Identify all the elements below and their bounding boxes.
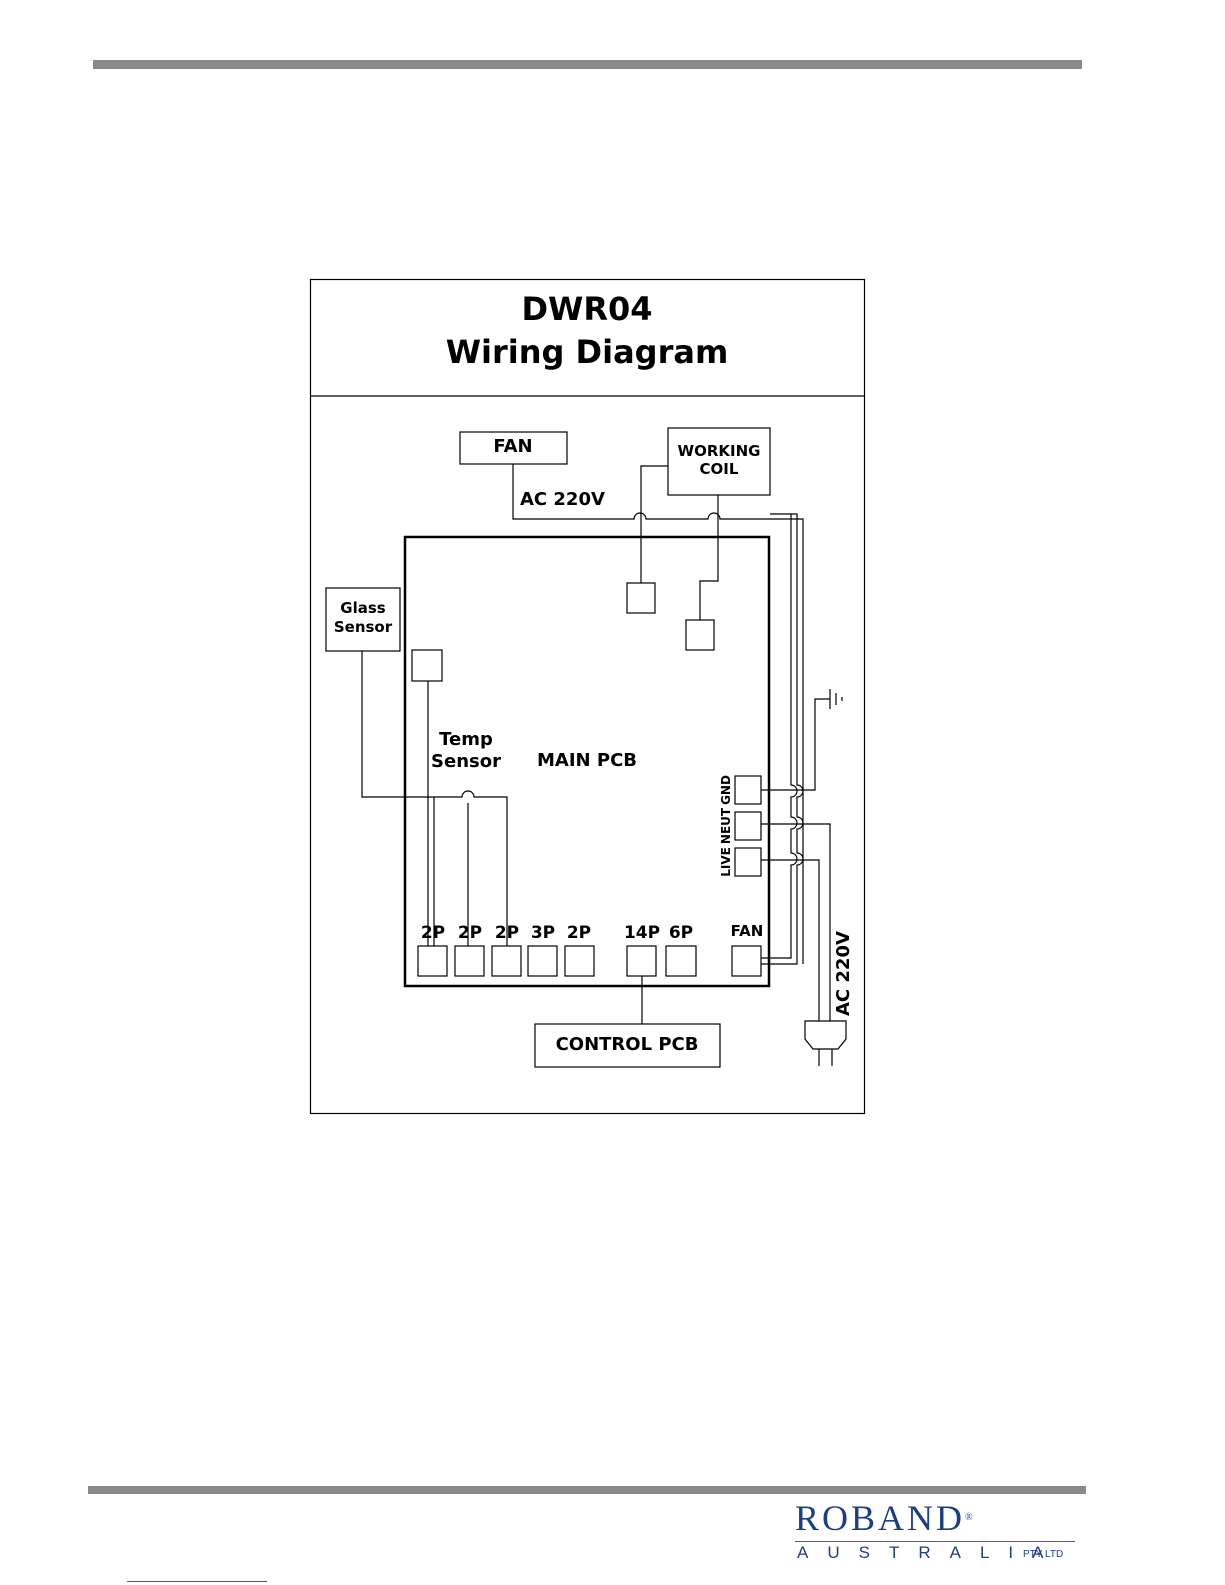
temp-sensor-label-1: Temp	[439, 729, 493, 750]
diagram-frame	[311, 280, 865, 1114]
connector-fan	[732, 946, 761, 976]
diagram-model: DWR04	[521, 290, 652, 328]
connector-label-3p: 3P	[531, 923, 555, 943]
power-plug	[805, 1021, 846, 1049]
logo-registered-mark: ®	[965, 1512, 973, 1523]
connector-label-2p-1: 2P	[421, 923, 445, 943]
connector-label-6p: 6P	[669, 923, 693, 943]
connector-3p	[528, 946, 557, 976]
glass-sensor-label-1: Glass	[340, 599, 386, 617]
connector-label-14p: 14P	[624, 923, 660, 943]
logo-brand: ROBAND®	[795, 1500, 973, 1536]
coil-wire-2	[700, 495, 718, 620]
fan-label: FAN	[493, 436, 532, 457]
temp-connector	[412, 650, 442, 681]
fan-power-wire	[761, 514, 803, 964]
control-pcb-label: CONTROL PCB	[556, 1034, 699, 1055]
neutral-wire	[761, 824, 830, 1021]
terminal-gnd	[735, 776, 761, 804]
coil-connector-2	[686, 620, 714, 650]
connector-label-fan: FAN	[731, 922, 764, 940]
terminal-neut	[735, 812, 761, 840]
connector-14p	[627, 946, 656, 976]
ac-top-label: AC 220V	[520, 489, 605, 510]
temp-sensor-label-2: Sensor	[431, 751, 501, 772]
coil-connector-1	[627, 583, 655, 613]
terminal-gnd-label: GND	[719, 775, 733, 805]
ground-wire	[761, 699, 830, 790]
connector-2p-1	[418, 946, 447, 976]
terminal-live	[735, 848, 761, 876]
working-coil-label-2: COIL	[700, 460, 739, 478]
main-pcb-label: MAIN PCB	[537, 750, 637, 771]
footer-rule	[88, 1486, 1086, 1494]
terminal-neut-label: NEUT	[719, 807, 733, 844]
ac-right-label: AC 220V	[833, 931, 854, 1016]
working-coil-label-1: WORKING	[678, 442, 761, 460]
connector-label-2p-3: 2P	[495, 923, 519, 943]
footer-link-underline	[127, 1581, 267, 1582]
coil-wire-1	[641, 466, 668, 583]
connector-2p-4	[565, 946, 594, 976]
logo-divider	[795, 1541, 1075, 1542]
ac-top-wire	[513, 464, 803, 964]
connector-6p	[666, 946, 696, 976]
terminal-live-label: LIVE	[719, 847, 733, 877]
connector-label-2p-2: 2P	[458, 923, 482, 943]
logo-suffix: PTY LTD	[1023, 1549, 1063, 1560]
roband-logo: ROBAND® AUSTRALIA PTY LTD	[795, 1500, 1080, 1560]
diagram-subtitle: Wiring Diagram	[446, 333, 729, 371]
glass-sensor-label-2: Sensor	[334, 618, 393, 636]
connector-2p-2	[455, 946, 484, 976]
connector-2p-3	[492, 946, 521, 976]
connector-label-2p-4: 2P	[567, 923, 591, 943]
power-riser-wire	[761, 514, 797, 958]
